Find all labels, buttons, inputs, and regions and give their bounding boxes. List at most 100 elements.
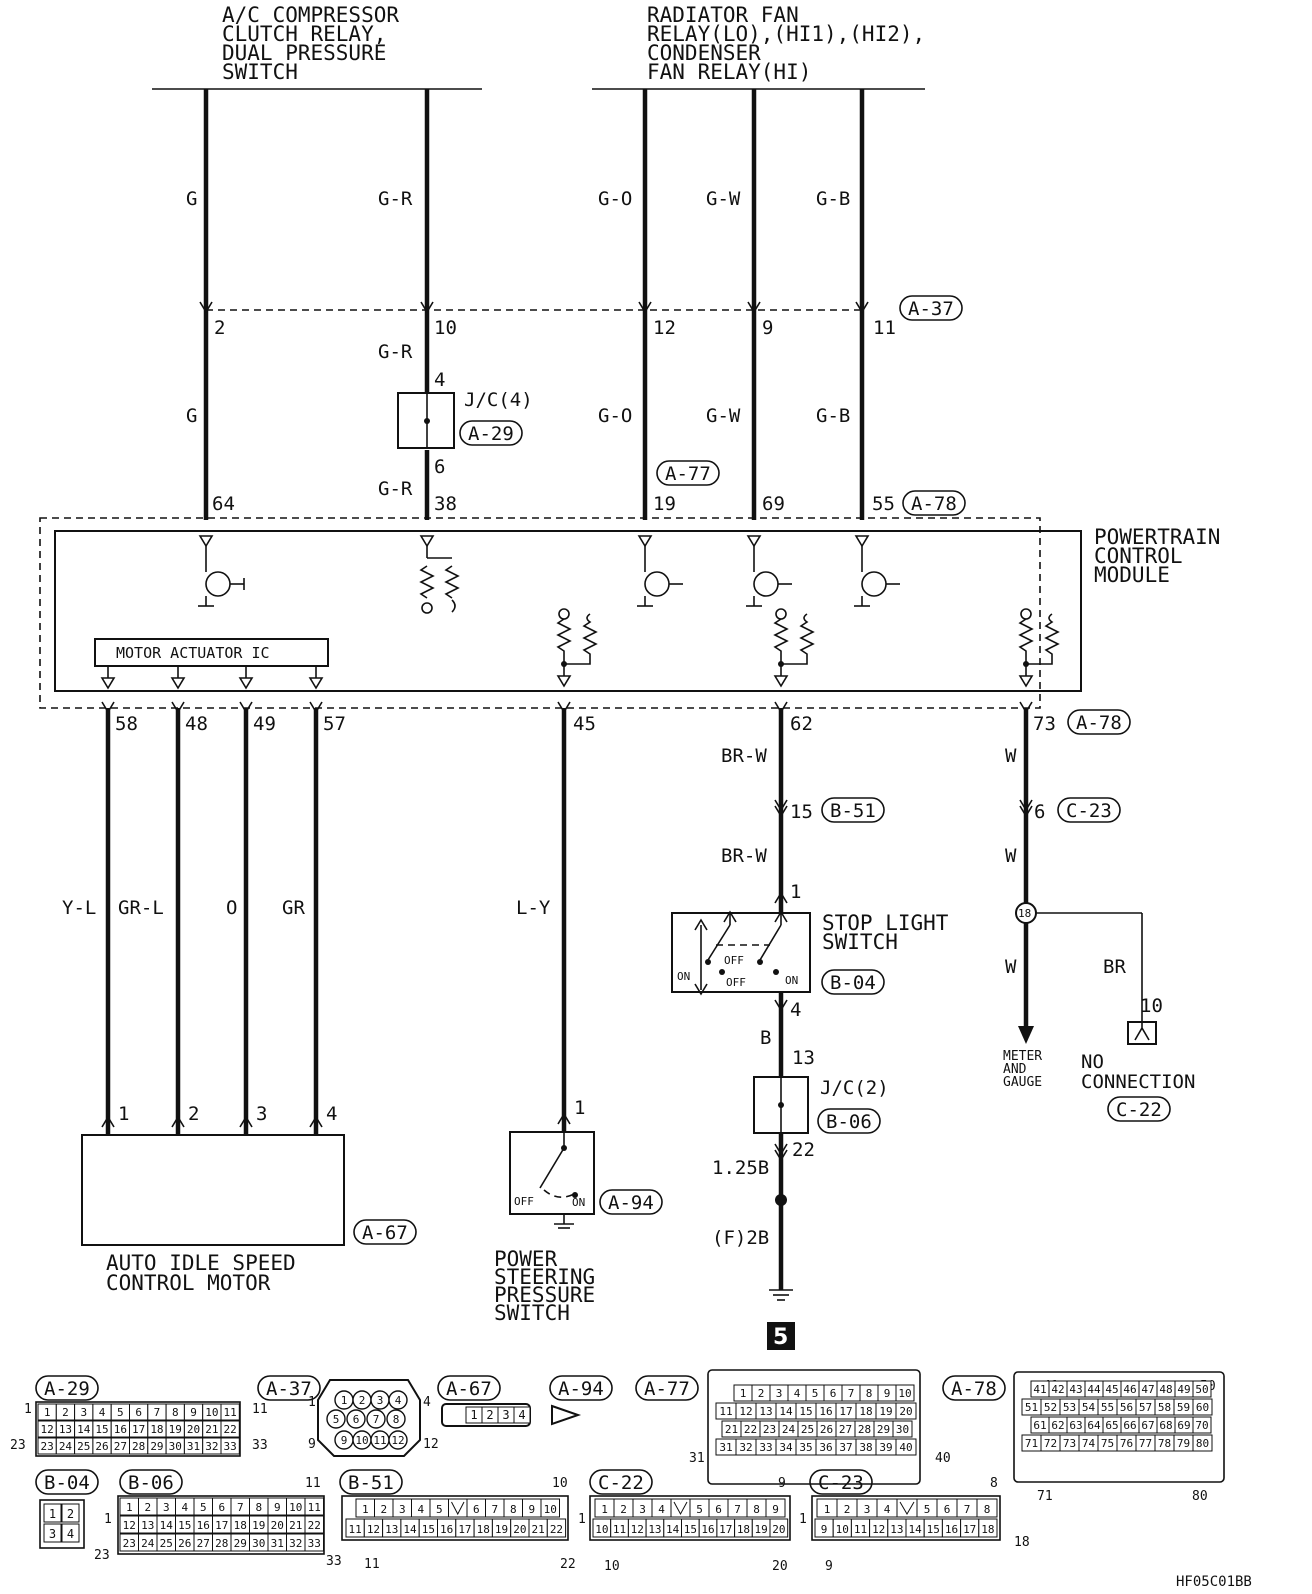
header-ac-line2: CLUTCH RELAY, xyxy=(222,22,386,46)
tag-c22-text: C-22 xyxy=(1116,1099,1162,1121)
connector-pin-number: 14 xyxy=(908,1523,922,1536)
tag-a78-lower-text: A-78 xyxy=(1076,712,1122,734)
tag-b51-text: B-51 xyxy=(830,800,876,822)
wire-color-label: G-B xyxy=(816,188,850,210)
wire-color-label: BR-W xyxy=(721,745,767,767)
pin-number: 15 xyxy=(790,801,813,823)
connector-pin-number: 22 xyxy=(224,1423,237,1436)
ps-title-3: PRESSURE xyxy=(494,1283,595,1307)
connector-pin-number: 31 xyxy=(187,1440,200,1453)
legend-pin-label: 71 xyxy=(1037,1489,1053,1504)
connector-pin-number: 10 xyxy=(205,1406,218,1419)
legend-pin-label: 10 xyxy=(552,1476,568,1491)
connector-pin-number: 39 xyxy=(879,1441,892,1454)
connector-pin-number: 12 xyxy=(739,1405,752,1418)
connector-a94-face xyxy=(551,1404,582,1426)
connector-pin-number: 13 xyxy=(385,1523,398,1536)
connector-pin-cell xyxy=(61,1523,80,1543)
legend-pin-label: 11 xyxy=(305,1476,321,1491)
connector-pin-cell xyxy=(1192,1416,1212,1434)
connector-pin-number: 21 xyxy=(725,1423,738,1436)
legend-tag-a29: A-29 xyxy=(35,1375,99,1401)
connector-pin-number: 24 xyxy=(782,1423,796,1436)
connector-pin-number: 48 xyxy=(1159,1383,1172,1396)
connector-pin-number: 43 xyxy=(1069,1383,1082,1396)
connector-pin-number: 78 xyxy=(1158,1437,1171,1450)
legend-tag-text: B-51 xyxy=(348,1472,394,1494)
pin-number: 1 xyxy=(790,881,801,903)
connector-pin-number: 19 xyxy=(755,1523,768,1536)
connector-pin-number: 56 xyxy=(1120,1401,1133,1414)
connector-pin-cell xyxy=(1192,1380,1212,1398)
legend-pin-label: 10 xyxy=(604,1559,620,1574)
pin-number: 11 xyxy=(873,317,896,339)
connector-pin-number: 57 xyxy=(1139,1401,1152,1414)
connector-pin-number: 18 xyxy=(150,1423,163,1436)
connector-pin-number: 8 xyxy=(866,1387,873,1400)
connector-pin-number: 6 xyxy=(135,1406,142,1419)
pin-number: 6 xyxy=(434,456,445,478)
tag-a78: A-78 xyxy=(902,490,966,516)
tag-b06: B-06 xyxy=(817,1108,881,1134)
tag-a77: A-77 xyxy=(656,460,720,486)
connector-pin-number: 26 xyxy=(178,1537,191,1550)
connector-pin-number: 12 xyxy=(391,1434,404,1447)
connector-pin-number: 2 xyxy=(758,1387,765,1400)
ps-switch-box xyxy=(509,1131,595,1215)
tag-a78-text: A-78 xyxy=(911,493,957,515)
connector-pin-number: 28 xyxy=(215,1537,228,1550)
connector-key-mark xyxy=(451,1501,465,1516)
connector-pin-number: 30 xyxy=(169,1440,182,1453)
connector-pin-number: 1 xyxy=(601,1503,608,1516)
tag-a37-text: A-37 xyxy=(908,298,954,320)
connector-pin-number: 2 xyxy=(67,1507,74,1521)
connector-pin-number: 72 xyxy=(1044,1437,1057,1450)
connector-pin-number: 3 xyxy=(80,1406,87,1419)
stop-light-title-1: STOP LIGHT xyxy=(822,911,949,935)
tag-a77-text: A-77 xyxy=(665,463,711,485)
connector-pin-number: 20 xyxy=(187,1423,200,1436)
connector-pin-cell xyxy=(546,1518,567,1538)
wire-color-label: BR xyxy=(1103,956,1126,978)
connector-pin-number: 19 xyxy=(495,1523,508,1536)
connector-pin-number: 23 xyxy=(41,1440,54,1453)
connector-pin-number: 5 xyxy=(200,1501,207,1514)
switch-state-label: OFF xyxy=(724,954,744,967)
pin-number: 45 xyxy=(573,713,596,735)
tag-b04: B-04 xyxy=(821,969,885,995)
legend-pin-label: 1 xyxy=(578,1512,586,1527)
auto-idle-speed-control-motor: AUTO IDLE SPEED CONTROL MOTOR xyxy=(81,1134,345,1295)
connector-pin-socket xyxy=(388,1430,408,1450)
connector-pin-number: 33 xyxy=(759,1441,772,1454)
connector-pin-number: 12 xyxy=(367,1523,380,1536)
pin-number: 9 xyxy=(762,317,773,339)
pin-number: 4 xyxy=(326,1103,337,1125)
pin-number: 64 xyxy=(212,493,235,515)
meter-line2: AND xyxy=(1003,1062,1027,1077)
connector-pin-number: 18 xyxy=(234,1519,247,1532)
legend-pin-label: 31 xyxy=(689,1451,705,1466)
wire-color-label: GR xyxy=(282,897,305,919)
header-fan-line1: RADIATOR FAN xyxy=(647,3,799,27)
connector-pin-number: 28 xyxy=(858,1423,871,1436)
connector-pin-number: 70 xyxy=(1195,1419,1208,1432)
legend-tag-text: B-06 xyxy=(128,1472,174,1494)
wire-color-label: (F)2B xyxy=(712,1227,769,1249)
splice-number: 18 xyxy=(1018,907,1031,920)
pullup-resistor-symbol xyxy=(556,608,598,688)
connector-pin-number: 6 xyxy=(715,1503,722,1516)
bottom-connector-tags: A-78 B-51 C-23 B-04 B-06 A-67 A-94 C-22 xyxy=(353,709,1171,1245)
legend-tag-text: A-94 xyxy=(558,1378,604,1400)
connector-pin-number: 7 xyxy=(491,1503,498,1516)
pcm-box xyxy=(54,530,1082,692)
connector-pin-number: 8 xyxy=(753,1503,760,1516)
idle-motor-box xyxy=(81,1134,345,1246)
connector-pin-number: 20 xyxy=(513,1523,526,1536)
document-code: HF05C01BB xyxy=(1176,1574,1252,1590)
connector-pin-number: 13 xyxy=(759,1405,772,1418)
connector-pin-cell xyxy=(513,1406,531,1424)
pin-number: 55 xyxy=(872,493,895,515)
connector-pin-number: 55 xyxy=(1101,1401,1114,1414)
